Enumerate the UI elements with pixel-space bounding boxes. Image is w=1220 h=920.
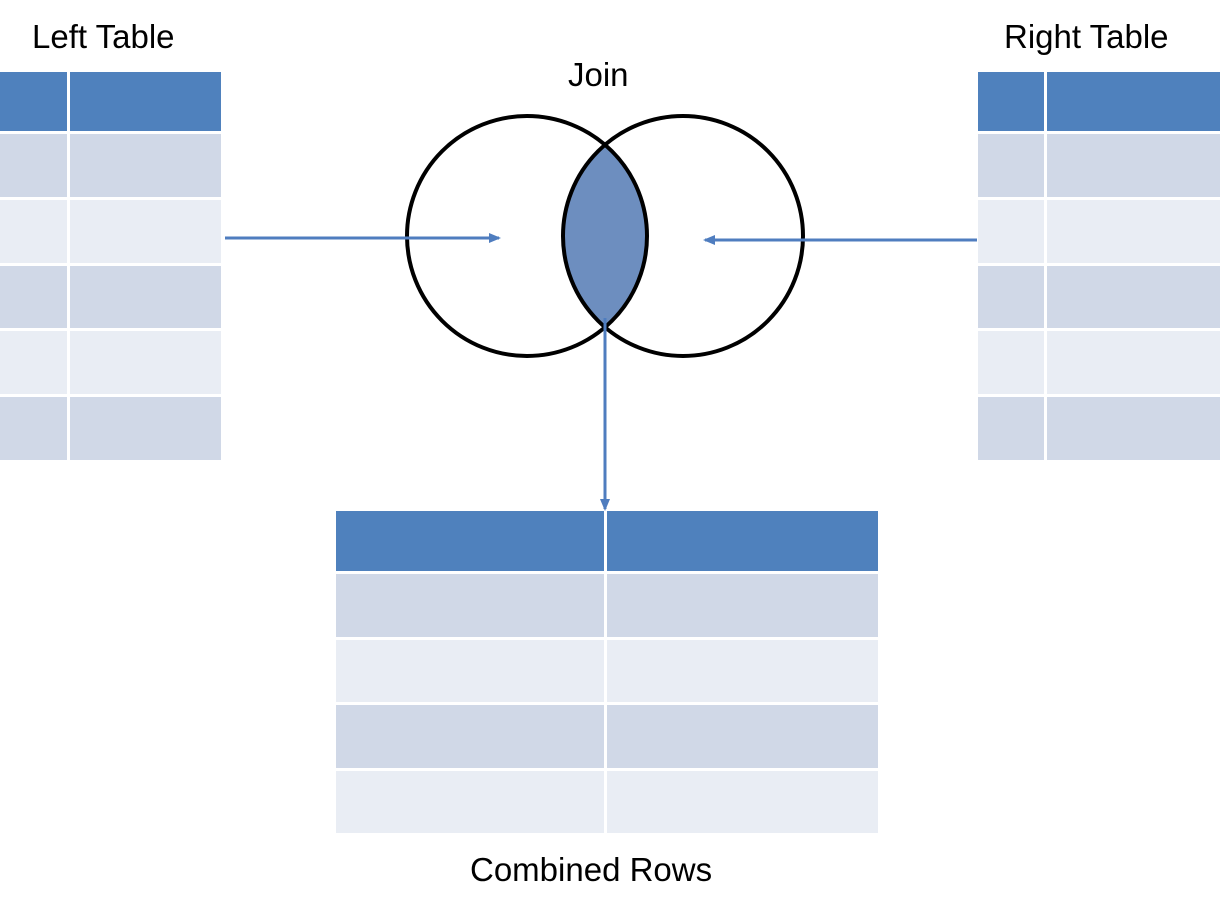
- table-cell: [336, 574, 604, 637]
- table-cell: [1047, 331, 1220, 395]
- combined-table: [336, 511, 878, 833]
- table-header-cell: [70, 72, 221, 131]
- table-cell: [336, 770, 604, 833]
- table-cell: [70, 134, 221, 197]
- table-cell: [0, 134, 67, 197]
- table-cell: [0, 265, 67, 329]
- table-cell: [978, 265, 1044, 329]
- join-intersection: [563, 116, 647, 356]
- table-cell: [70, 265, 221, 329]
- table-cell: [0, 199, 67, 263]
- table-cell: [336, 705, 604, 768]
- table-header-cell: [607, 511, 878, 571]
- combined-rows-title: Combined Rows: [470, 851, 713, 888]
- table-cell: [1047, 397, 1220, 460]
- table-cell: [0, 397, 67, 460]
- table-cell: [607, 574, 878, 637]
- table-cell: [70, 397, 221, 460]
- table-cell: [0, 331, 67, 395]
- table-header-cell: [336, 511, 604, 571]
- table-cell: [1047, 134, 1220, 197]
- table-cell: [1047, 199, 1220, 263]
- table-cell: [607, 705, 878, 768]
- table-cell: [978, 199, 1044, 263]
- table-cell: [978, 134, 1044, 197]
- table-cell: [70, 199, 221, 263]
- table-header-cell: [978, 72, 1044, 131]
- left-table: [0, 72, 221, 460]
- right-table: [978, 72, 1220, 460]
- table-cell: [607, 639, 878, 702]
- table-header-cell: [0, 72, 67, 131]
- table-cell: [978, 397, 1044, 460]
- join-title: Join: [568, 56, 629, 93]
- table-cell: [978, 331, 1044, 395]
- table-cell: [1047, 265, 1220, 329]
- table-cell: [607, 770, 878, 833]
- right-circle: [561, 114, 805, 358]
- table-header-cell: [1047, 72, 1220, 131]
- left-table-title: Left Table: [32, 18, 175, 55]
- right-table-title: Right Table: [1004, 18, 1169, 55]
- table-cell: [70, 331, 221, 395]
- left-circle: [405, 114, 649, 358]
- table-cell: [336, 639, 604, 702]
